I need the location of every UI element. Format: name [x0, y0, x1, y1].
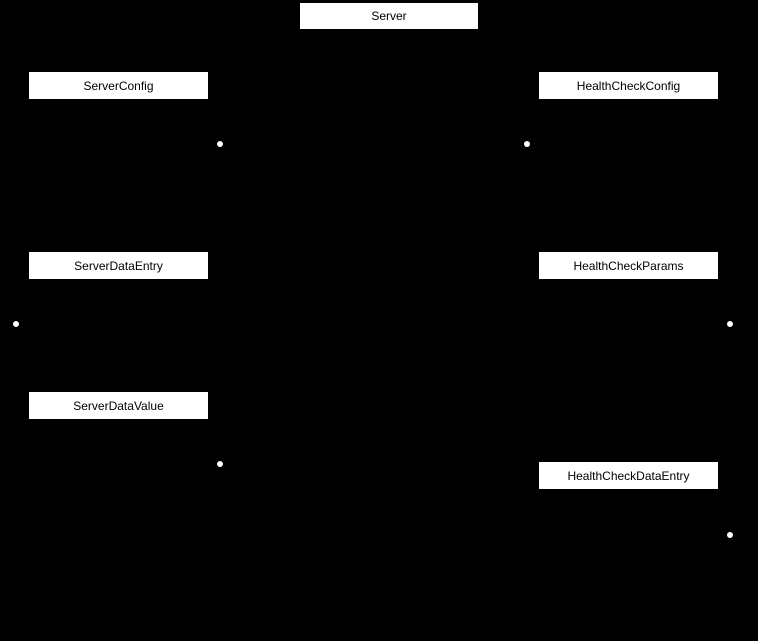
connector-endpoint-dot-6[interactable] [727, 532, 733, 538]
diagram-node-label: ServerDataValue [73, 398, 164, 413]
diagram-node-label: HealthCheckConfig [576, 78, 681, 93]
connector-endpoint-dot-5[interactable] [217, 461, 223, 467]
diagram-node-server-config[interactable]: ServerConfig [29, 72, 208, 99]
diagram-node-health-check-config[interactable]: HealthCheckConfig [539, 72, 718, 99]
diagram-node-label: HealthCheckParams [573, 258, 684, 273]
diagram-node-label: HealthCheckDataEntry [567, 468, 690, 483]
diagram-node-server[interactable]: Server [300, 3, 478, 29]
diagram-node-health-check-params[interactable]: HealthCheckParams [539, 252, 718, 279]
diagram-node-server-data-entry[interactable]: ServerDataEntry [29, 252, 208, 279]
connector-endpoint-dot-2[interactable] [524, 141, 530, 147]
diagram-node-label: Server [371, 9, 407, 23]
diagram-node-label: ServerDataEntry [74, 258, 163, 273]
diagram-node-health-check-data-entry[interactable]: HealthCheckDataEntry [539, 462, 718, 489]
connector-endpoint-dot-3[interactable] [13, 321, 19, 327]
diagram-node-server-data-value[interactable]: ServerDataValue [29, 392, 208, 419]
connector-endpoint-dot-4[interactable] [727, 321, 733, 327]
diagram-node-label: ServerConfig [83, 78, 154, 93]
connector-endpoint-dot-1[interactable] [217, 141, 223, 147]
